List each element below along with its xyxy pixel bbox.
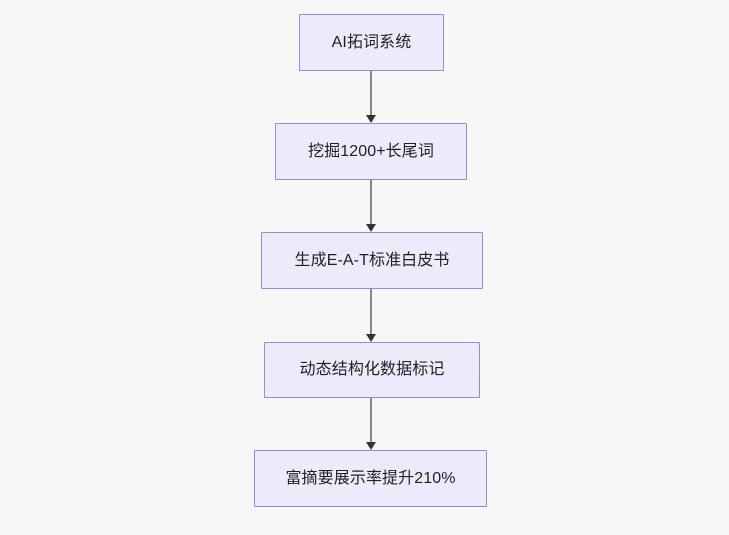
- edge-line: [370, 289, 372, 336]
- edge-n3-n4: [365, 289, 376, 342]
- arrowhead-icon: [365, 442, 376, 450]
- flow-node-label: 动态结构化数据标记: [299, 361, 445, 379]
- edge-line: [370, 398, 372, 444]
- flow-node-label: 富摘要展示率提升210%: [285, 469, 456, 487]
- flow-node-generate-eat-whitepaper[interactable]: 生成E-A-T标准白皮书: [261, 232, 483, 289]
- flow-node-mine-longtail-keywords[interactable]: 挖掘1200+长尾词: [275, 123, 467, 180]
- edge-line: [370, 180, 372, 226]
- flow-node-label: 挖掘1200+长尾词: [308, 142, 434, 160]
- flow-node-label: AI拓词系统: [331, 33, 412, 51]
- arrowhead-icon: [365, 224, 376, 232]
- flow-node-label: 生成E-A-T标准白皮书: [294, 251, 450, 269]
- flow-node-rich-snippet-impression-lift[interactable]: 富摘要展示率提升210%: [254, 450, 487, 507]
- arrowhead-icon: [365, 115, 376, 123]
- arrowhead-icon: [365, 334, 376, 342]
- edge-n2-n3: [365, 180, 376, 232]
- edge-n1-n2: [365, 71, 376, 123]
- flow-node-ai-keyword-system[interactable]: AI拓词系统: [299, 14, 444, 71]
- edge-line: [370, 71, 372, 117]
- edge-n4-n5: [365, 398, 376, 450]
- flow-node-dynamic-structured-data-markup[interactable]: 动态结构化数据标记: [264, 342, 480, 398]
